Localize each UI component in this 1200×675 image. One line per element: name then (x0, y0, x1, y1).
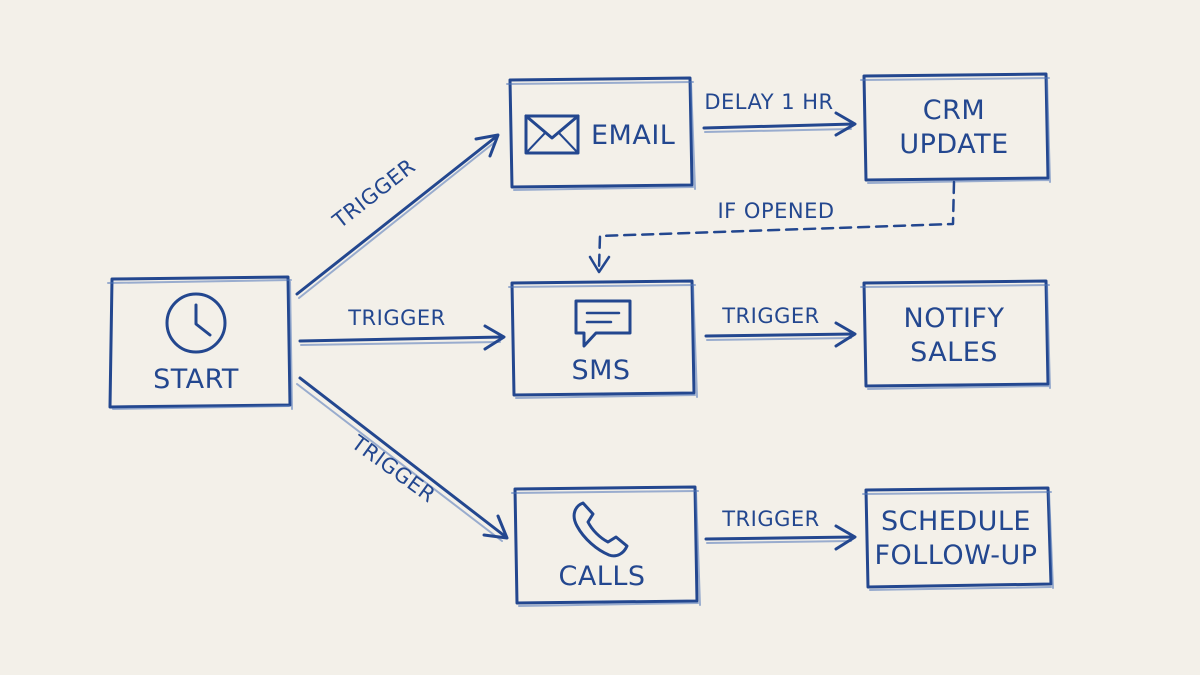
edge-sms-notify: TRIGGER (704, 304, 857, 348)
node-crm-update: CRM UPDATE (860, 72, 1051, 184)
edge-label-crm-sms: IF OPENED (717, 199, 834, 223)
node-calls: CALLS (511, 485, 701, 607)
node-email: EMAIL (506, 76, 696, 191)
edge-calls-schedule: TRIGGER (704, 507, 857, 551)
edge-label-start-calls: TRIGGER (346, 430, 440, 507)
edge-label-sms-notify: TRIGGER (721, 304, 820, 328)
email-label: EMAIL (591, 120, 675, 151)
crm-label-line1: CRM (923, 95, 985, 126)
start-label: START (153, 364, 239, 395)
edge-label-email-crm: DELAY 1 HR (704, 90, 833, 114)
chat-bubble-icon (574, 299, 632, 348)
edge-start-sms: TRIGGER (298, 306, 506, 351)
node-notify-sales: NOTIFY SALES (860, 279, 1051, 390)
edge-label-start-email: TRIGGER (328, 154, 420, 234)
node-schedule-follow-up: SCHEDULE FOLLOW-UP (862, 486, 1054, 591)
notify-label-line2: SALES (910, 337, 998, 368)
edge-email-crm: DELAY 1 HR (702, 90, 857, 137)
edge-start-calls: TRIGGER (296, 376, 509, 542)
notify-label-line1: NOTIFY (904, 303, 1005, 334)
phone-icon (572, 501, 629, 558)
sms-label: SMS (571, 355, 630, 386)
edge-label-calls-schedule: TRIGGER (721, 507, 820, 531)
clock-icon (165, 292, 227, 354)
node-start: START (107, 275, 293, 410)
envelope-icon (524, 114, 580, 155)
schedule-label-line2: FOLLOW-UP (874, 540, 1037, 571)
edge-crm-sms: IF OPENED (588, 180, 956, 274)
schedule-label-line1: SCHEDULE (881, 506, 1031, 537)
crm-label-line2: UPDATE (899, 129, 1008, 160)
edge-label-start-sms: TRIGGER (347, 306, 446, 330)
node-sms: SMS (508, 279, 698, 399)
edge-start-email: TRIGGER (295, 133, 500, 299)
calls-label: CALLS (558, 561, 645, 592)
